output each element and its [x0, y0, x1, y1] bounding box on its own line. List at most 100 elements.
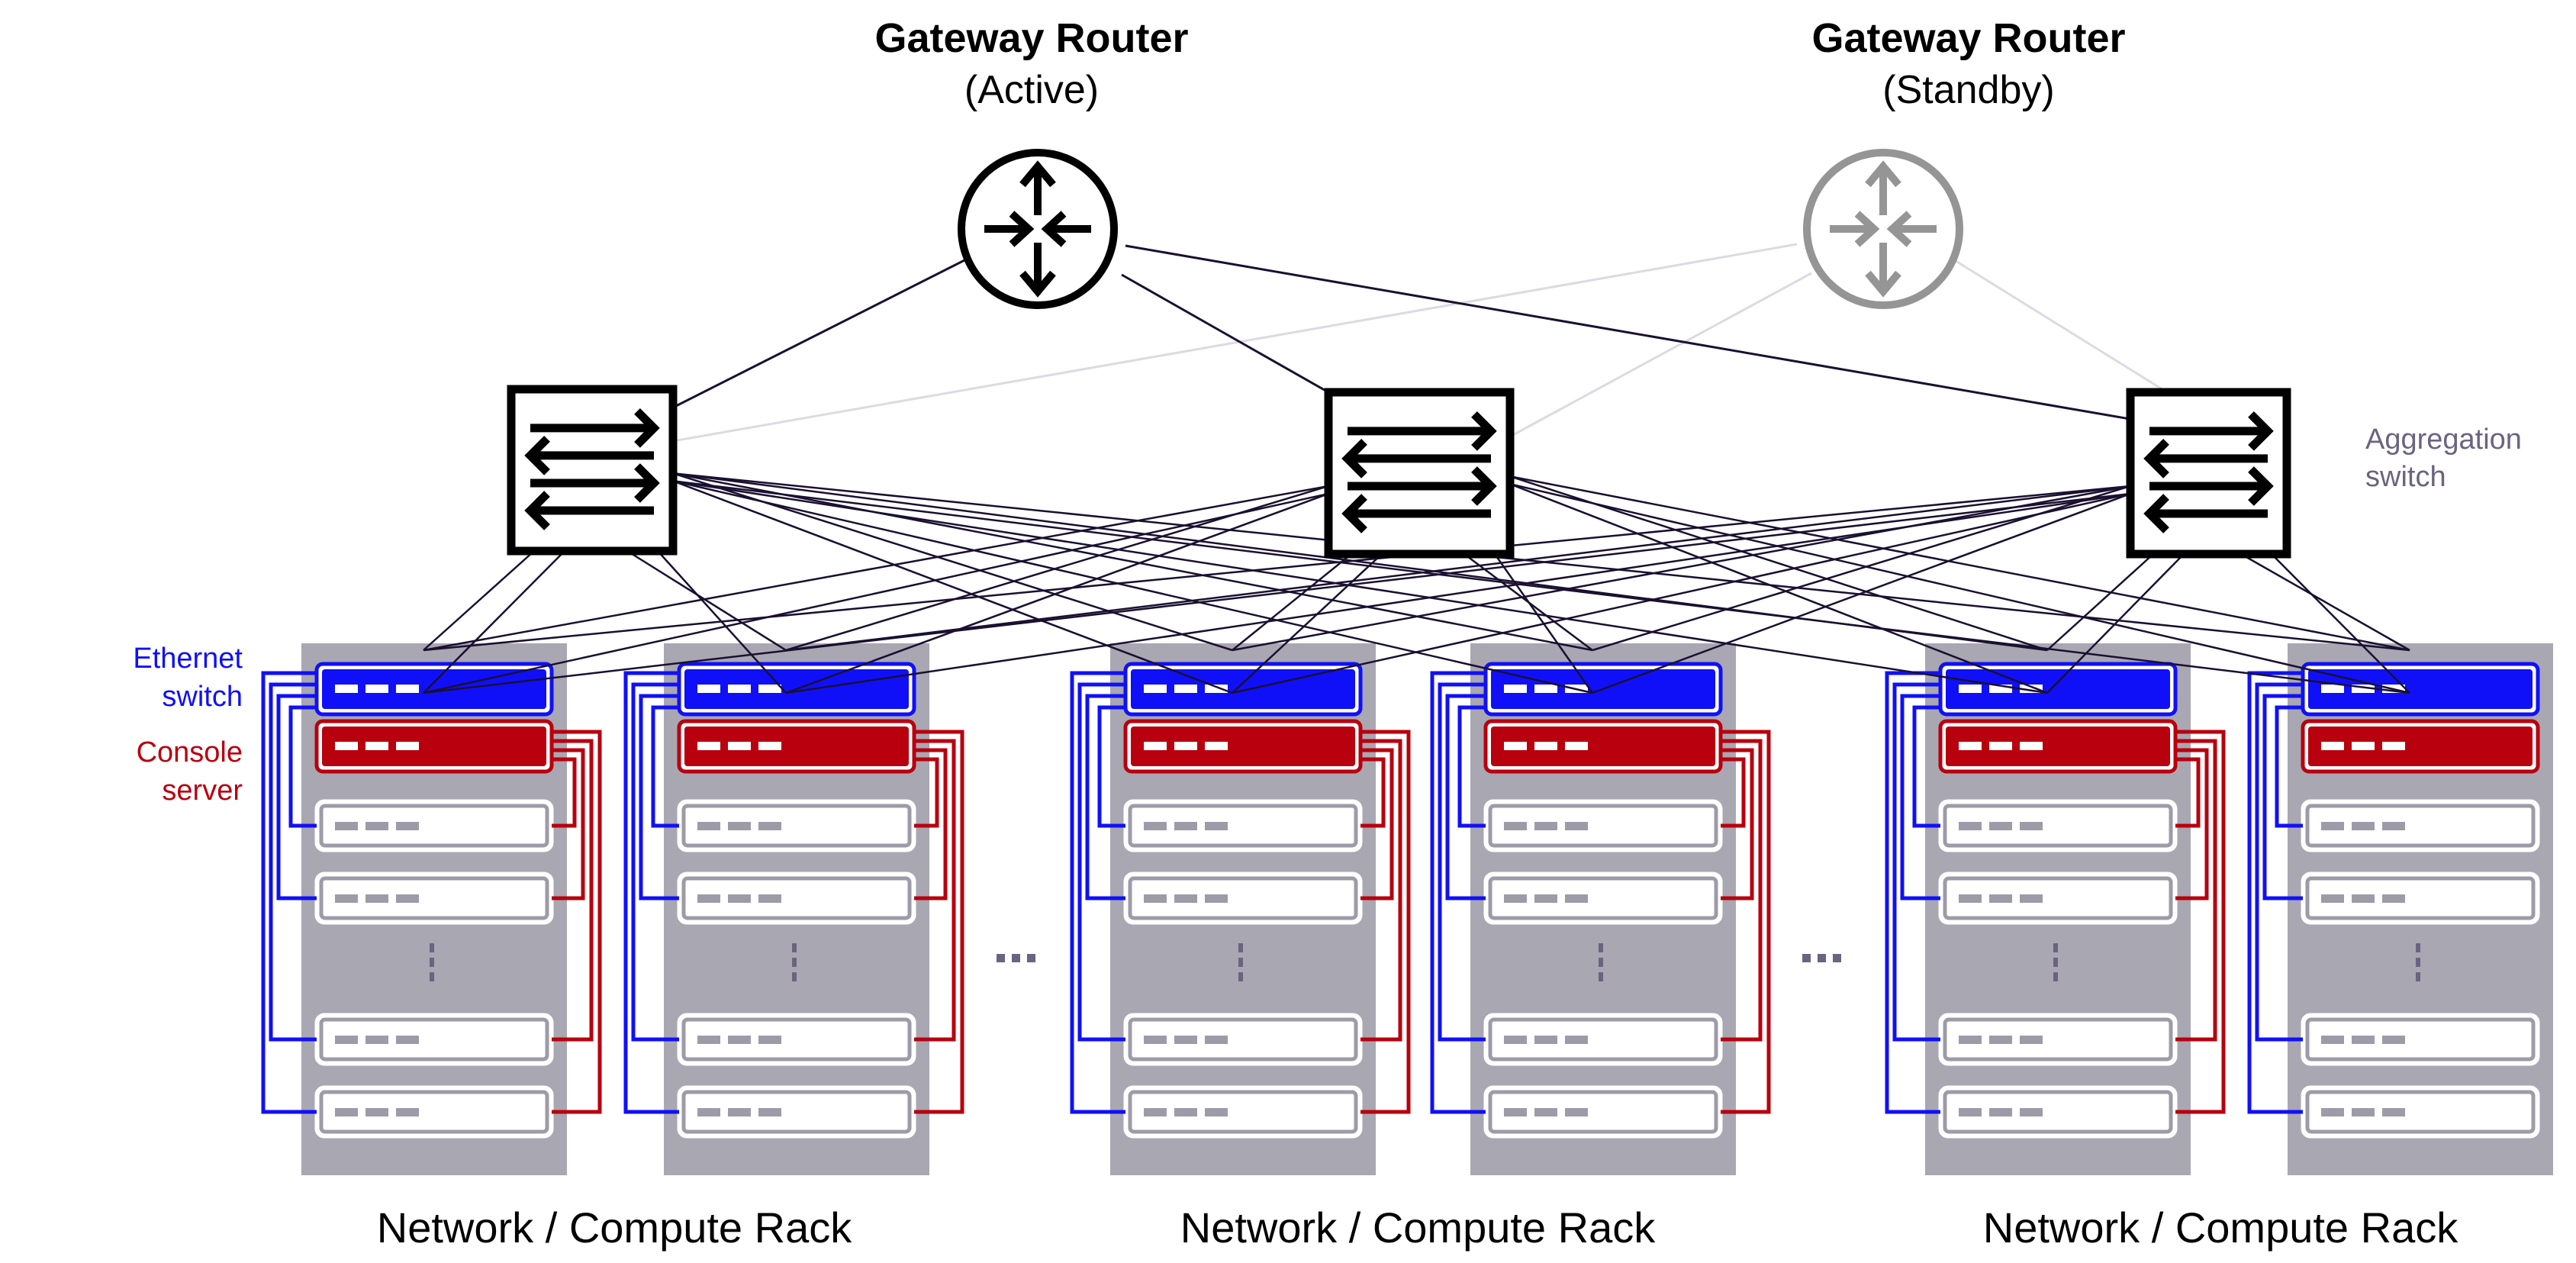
- console-server-face: [684, 727, 909, 766]
- router-uplink: [1125, 244, 2162, 426]
- port-indicator: [1504, 1108, 1527, 1116]
- console-cable: [552, 757, 577, 828]
- rack-group-label: Network / Compute Rack: [1180, 1203, 1656, 1252]
- arrow-right-head: [2248, 466, 2274, 506]
- aggregation-downlink: [423, 492, 1329, 694]
- port-indicator: [1144, 822, 1167, 830]
- compute-server: [2301, 872, 2540, 925]
- compute-server: [1938, 1013, 2178, 1066]
- aggregation-downlink: [1232, 485, 2131, 652]
- port-indicator: [2352, 742, 2375, 750]
- rack: [1070, 643, 1411, 1175]
- console-server: [314, 719, 554, 774]
- console-cable: [1360, 748, 1394, 901]
- vertical-ellipsis-icon: [1238, 972, 1243, 981]
- ethernet-cable: [276, 694, 317, 901]
- port-indicator: [1959, 1036, 1982, 1044]
- server-face: [1943, 1017, 2173, 1062]
- vertical-ellipsis-icon: [1599, 958, 1603, 967]
- ethernet-cable: [1085, 694, 1125, 901]
- vertical-ellipsis-icon: [2053, 943, 2058, 952]
- port-indicator: [1205, 894, 1228, 903]
- aggregation-downlink: [2240, 553, 2410, 652]
- console-server-face: [2308, 727, 2533, 766]
- active-router-title: Gateway Router: [874, 15, 1188, 61]
- arrow-left-head: [2143, 439, 2169, 478]
- arrow-left-head: [1341, 494, 1367, 533]
- vertical-ellipsis-icon: [430, 972, 434, 981]
- port-indicator: [396, 822, 419, 830]
- vertical-ellipsis-icon: [2053, 972, 2058, 981]
- console-cable: [552, 730, 602, 1114]
- ethernet-cable: [631, 682, 679, 1042]
- active-links: [423, 244, 2410, 694]
- port-indicator: [1989, 1108, 2012, 1116]
- router-standby-uplink: [1509, 272, 1812, 438]
- port-indicator: [365, 822, 388, 830]
- port-indicator: [2352, 822, 2375, 830]
- port-indicator: [396, 1036, 419, 1044]
- console-server-face: [1131, 727, 1355, 766]
- console-legend-line-1: Console: [137, 736, 243, 768]
- standby-router-title: Gateway Router: [1811, 15, 2125, 61]
- compute-server: [1938, 872, 2178, 925]
- arrow-left-head: [524, 436, 550, 475]
- compute-server: [314, 872, 554, 925]
- arrow-in-left-head: [1009, 211, 1035, 247]
- compute-server: [1123, 872, 1363, 925]
- port-indicator: [1565, 742, 1588, 750]
- port-indicator: [758, 1108, 781, 1116]
- arrow-right-head: [1471, 466, 1497, 506]
- aggregation-downlink: [672, 480, 2048, 694]
- port-indicator: [1144, 1036, 1167, 1044]
- rack: [623, 643, 964, 1175]
- port-indicator: [1504, 894, 1527, 903]
- arrow-right-head: [634, 408, 660, 448]
- server-face: [1488, 1017, 1718, 1062]
- compute-server: [1123, 799, 1363, 852]
- rack: [261, 643, 602, 1175]
- console-cable: [2175, 739, 2217, 1042]
- ethernet-cable: [1097, 705, 1125, 828]
- standby-router-subtitle: (Standby): [1882, 68, 2054, 112]
- server-face: [681, 1090, 912, 1134]
- vertical-ellipsis-icon: [430, 943, 434, 952]
- port-indicator: [396, 1108, 419, 1116]
- port-indicator: [1534, 1108, 1557, 1116]
- aggregation-downlink: [672, 479, 2410, 694]
- port-indicator: [697, 742, 720, 750]
- port-indicator: [1534, 742, 1557, 750]
- console-server: [677, 719, 916, 774]
- port-indicator: [365, 894, 388, 903]
- vertical-ellipsis-icon: [2416, 943, 2420, 952]
- vertical-ellipsis-icon: [430, 958, 434, 967]
- server-face: [681, 876, 912, 920]
- racks-layer: [261, 643, 2553, 1175]
- aggregation-downlink: [1509, 483, 2048, 694]
- vertical-ellipsis-icon: [792, 972, 797, 981]
- port-indicator: [2020, 894, 2043, 903]
- port-indicator: [1534, 1036, 1557, 1044]
- vertical-ellipsis-icon: [2416, 958, 2420, 967]
- port-indicator: [758, 1036, 781, 1044]
- console-cable: [2175, 730, 2226, 1114]
- port-indicator: [2352, 894, 2375, 903]
- port-indicator: [728, 1108, 751, 1116]
- arrow-left-head: [1341, 439, 1367, 478]
- port-indicator: [728, 1036, 751, 1044]
- ethernet-cable: [639, 694, 679, 901]
- port-indicator: [758, 822, 781, 830]
- compute-server: [314, 799, 554, 852]
- port-indicator: [1565, 1036, 1588, 1044]
- aggregation-downlink: [2046, 553, 2185, 694]
- arrow-up-head: [1865, 160, 1901, 188]
- port-indicator: [697, 1108, 720, 1116]
- port-indicator: [335, 742, 358, 750]
- horizontal-ellipsis-icon: [997, 954, 1035, 962]
- aggregation-switch-label: Aggregation switch: [2365, 424, 2522, 493]
- port-indicator: [396, 742, 419, 750]
- ethernet-cable: [651, 705, 679, 828]
- port-indicator: [335, 894, 358, 903]
- port-indicator: [1989, 1036, 2012, 1044]
- console-cable: [2175, 748, 2209, 901]
